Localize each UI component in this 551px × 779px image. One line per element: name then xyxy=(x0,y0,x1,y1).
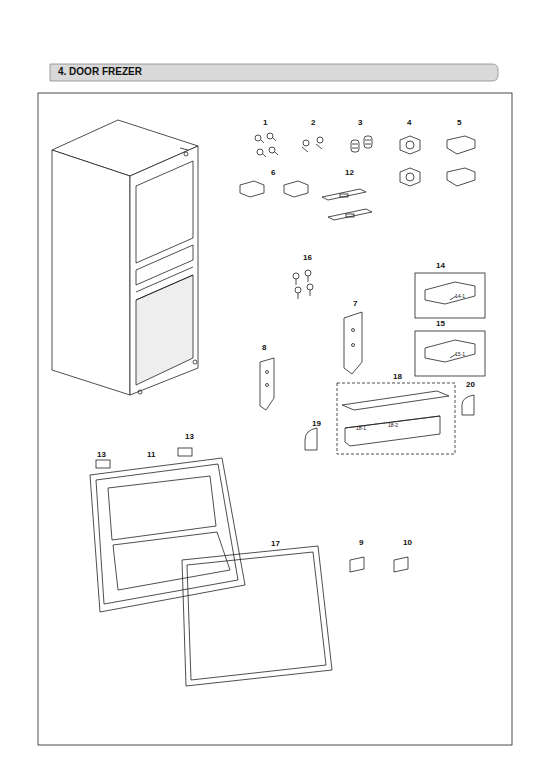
callout-number: 18-1 xyxy=(356,426,366,431)
callout-number: 6 xyxy=(271,169,275,177)
section-title: 4. DOOR FREZER xyxy=(58,66,142,77)
callout-number: 18-2 xyxy=(388,423,398,428)
callout-number: 4 xyxy=(407,119,411,127)
callout-number: 8 xyxy=(262,344,266,352)
callout-number: 13 xyxy=(97,451,106,459)
callout-number: 19 xyxy=(312,420,321,428)
callout-number: 5 xyxy=(457,119,461,127)
callout-number: 9 xyxy=(359,539,363,547)
callout-number: 2 xyxy=(311,119,315,127)
callout-number: 18 xyxy=(393,373,402,381)
callout-number: 10 xyxy=(403,539,412,547)
callout-number: 7 xyxy=(353,300,357,308)
callout-number: 20 xyxy=(466,381,475,389)
callout-number: 11 xyxy=(147,451,155,459)
callout-number: 12 xyxy=(345,169,354,177)
callout-number: 15 xyxy=(436,320,445,328)
callout-number: 14-1 xyxy=(455,294,465,299)
callout-number: 14 xyxy=(436,262,445,270)
callout-number: 13 xyxy=(185,433,194,441)
callout-number: 3 xyxy=(358,119,362,127)
callout-number: 17 xyxy=(271,540,280,548)
callout-number: 1 xyxy=(263,119,267,127)
callout-number: 16 xyxy=(303,254,312,262)
callout-number: 15-1 xyxy=(455,352,465,357)
